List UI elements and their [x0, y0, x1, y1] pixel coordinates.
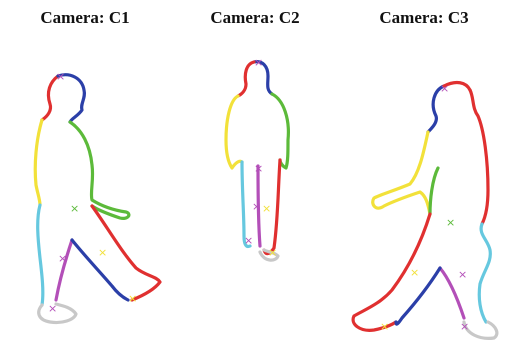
- c2-head-left: [238, 62, 254, 96]
- c1-leg-back: [38, 205, 43, 305]
- c3-joint-mark: ×: [380, 320, 389, 333]
- c2-joint-mark: ×: [268, 246, 277, 259]
- c1-joint-mark: ×: [58, 252, 67, 265]
- panel-c1: Camera: C1 × × × × × ×: [0, 0, 170, 349]
- c1-joint-mark: ×: [70, 202, 79, 215]
- c1-joint-mark: ×: [128, 292, 137, 305]
- c3-joint-mark: ×: [458, 268, 467, 281]
- c2-torso-right: [272, 94, 288, 168]
- c2-joint-mark: ×: [244, 234, 253, 247]
- c3-joint-mark: ×: [440, 82, 449, 95]
- c1-foot: [39, 304, 76, 323]
- c2-joint-mark: ×: [254, 56, 263, 69]
- c3-joint-mark: ×: [460, 320, 469, 333]
- c3-arm-inner: [430, 168, 438, 214]
- c3-leg-back: [479, 224, 490, 322]
- c2-joint-mark: ×: [262, 202, 271, 215]
- panel-c3: Camera: C3 × × × × ×: [340, 0, 508, 349]
- c2-torso-left: [226, 96, 242, 168]
- c1-joint-mark: ×: [56, 70, 65, 83]
- c2-joint-mark: ×: [252, 200, 261, 213]
- panel-c2: Camera: C2 × × × × × ×: [170, 0, 340, 349]
- silhouette-c2: × × × × × ×: [170, 0, 340, 349]
- c3-joint-mark: ×: [410, 266, 419, 279]
- c3-arm: [373, 132, 430, 214]
- c3-back: [470, 90, 488, 224]
- silhouette-c1: × × × × × ×: [0, 0, 170, 349]
- c2-joint-mark: ×: [254, 162, 263, 175]
- c1-torso-front: [35, 120, 42, 205]
- c1-leg-inner: [56, 240, 72, 300]
- c1-joint-mark: ×: [98, 246, 107, 259]
- c3-joint-mark: ×: [446, 216, 455, 229]
- silhouette-c3: × × × × × ×: [340, 0, 508, 349]
- c1-joint-mark: ×: [48, 302, 57, 315]
